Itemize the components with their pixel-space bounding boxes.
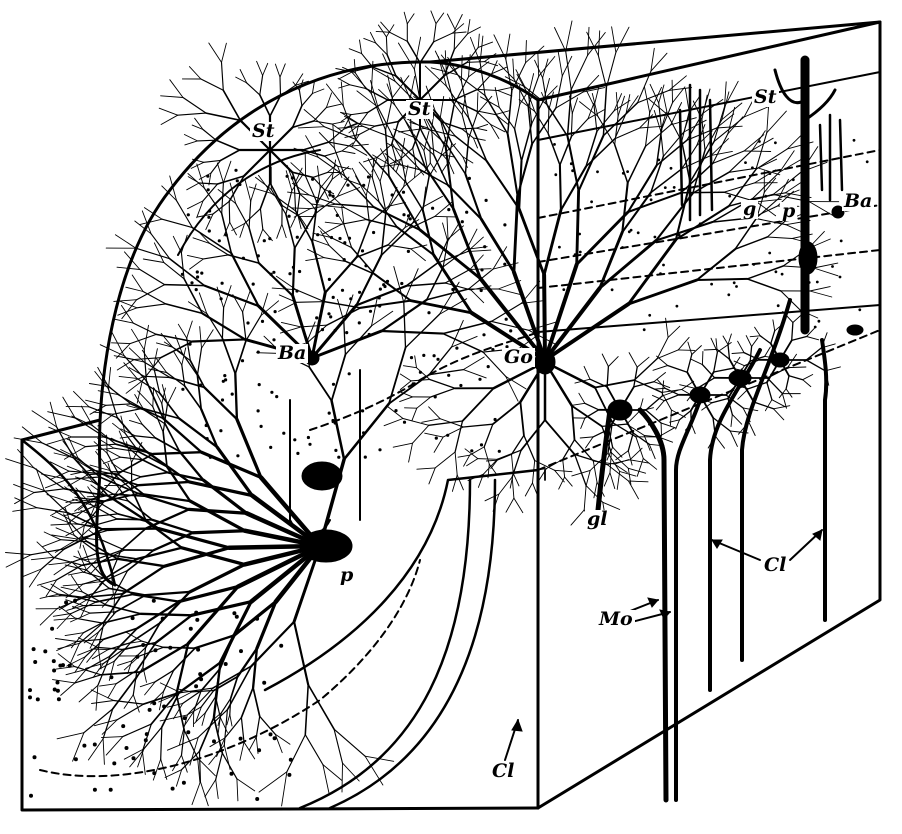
climbing-fiber-bottom-label: Cl	[490, 760, 517, 782]
stellate-right-label: St	[752, 86, 779, 108]
purkinje-dendritic-tree	[5, 266, 487, 807]
mossy-fiber-label: Mo	[597, 608, 635, 630]
basket-right-label: Ba	[842, 190, 875, 212]
stellate-mid-label: St	[406, 98, 433, 120]
granule-stippling	[28, 138, 869, 801]
purkinje-layer-label: p	[780, 200, 798, 222]
purkinje-cell-label: p	[338, 564, 356, 586]
neuron-trees	[105, 10, 841, 526]
glomerulus-label: gl	[585, 508, 610, 530]
golgi-label: Go	[502, 346, 535, 368]
granule-layer-label: g	[741, 198, 759, 220]
stellate-left-label: St	[250, 120, 277, 142]
basket-left-label: Ba	[276, 342, 309, 364]
label-arrows	[504, 469, 823, 761]
climbing-fiber-right-label: Cl	[762, 554, 789, 576]
cell-bodies	[299, 205, 864, 563]
fibers-right-face	[595, 55, 844, 803]
